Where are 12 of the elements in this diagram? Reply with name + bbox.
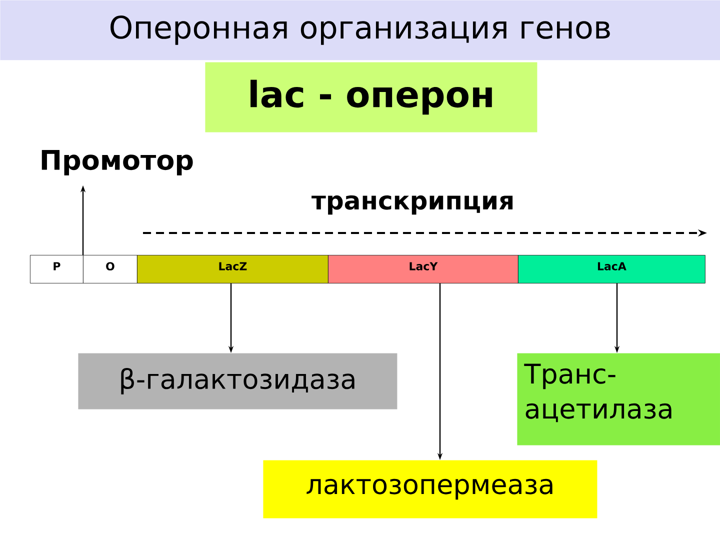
promoter-label: Промотор	[42, 150, 193, 176]
gene-segment: LacY	[328, 255, 518, 284]
gene-segment: LacZ	[137, 255, 328, 284]
heading-box: lac - оперон	[205, 62, 538, 132]
enzyme-box: лактозопермеаза	[263, 460, 598, 518]
gene-segment: O	[83, 255, 138, 284]
gene-segment: P	[30, 255, 84, 284]
gene-segment: LacA	[518, 255, 706, 284]
title-band: Оперонная организация генов	[0, 0, 720, 60]
process-label: транскрипция	[312, 195, 513, 215]
enzyme-box: β-галактозидаза	[78, 353, 398, 410]
enzyme-box: Транс- ацетилаза	[517, 353, 720, 446]
